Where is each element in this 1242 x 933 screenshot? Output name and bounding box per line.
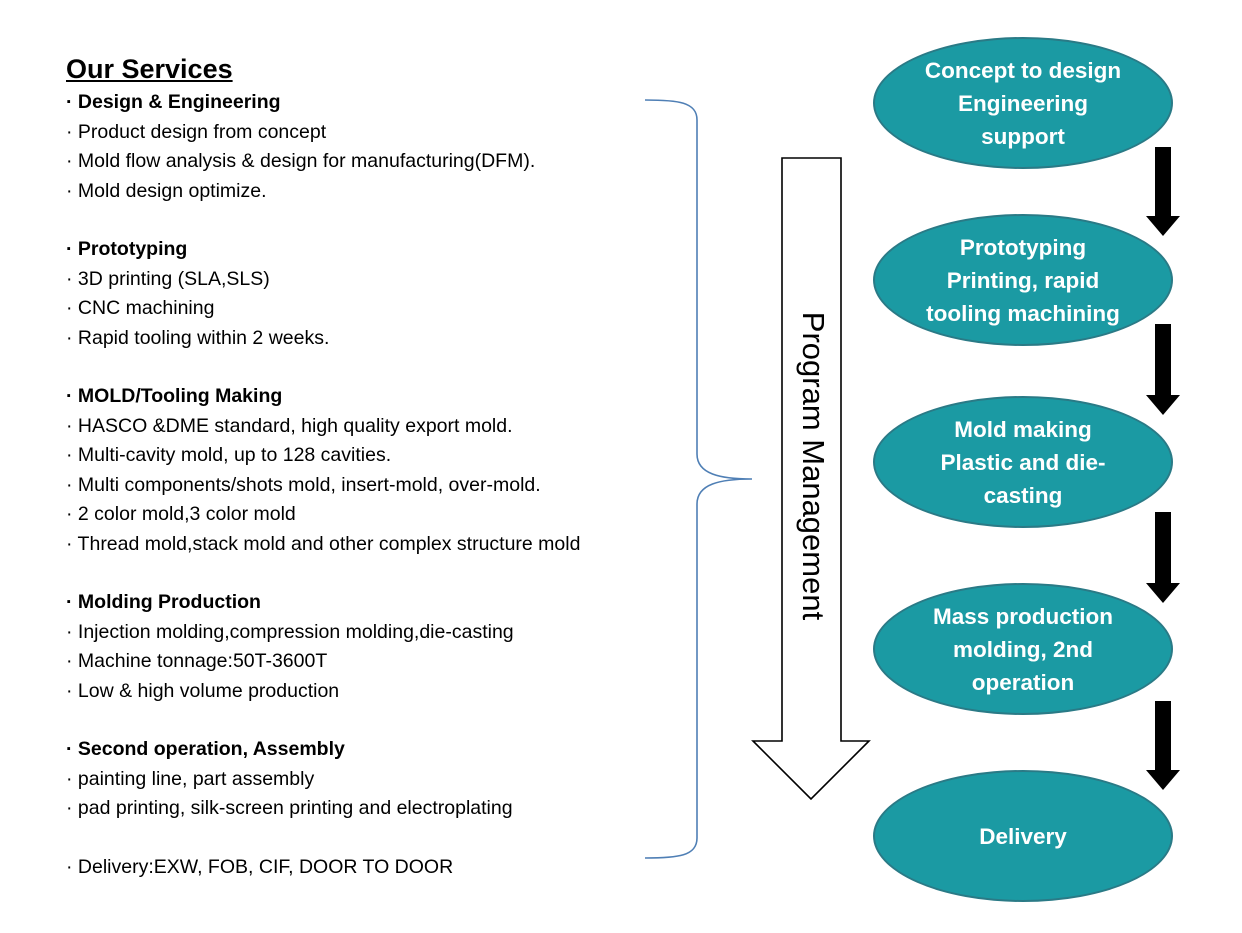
flow-step-line: tooling machining	[926, 300, 1120, 326]
flow-step-line: Delivery	[979, 823, 1067, 849]
flow-step-line: support	[981, 123, 1065, 149]
service-item: · Mold design optimize.	[66, 179, 267, 202]
service-item: · HASCO &DME standard, high quality expo…	[66, 414, 513, 437]
services-footer: · Delivery:EXW, FOB, CIF, DOOR TO DOOR	[66, 855, 454, 878]
service-group-molding-production: · Molding Production · Injection molding…	[66, 588, 706, 706]
flow-step-line: Printing, rapid	[946, 267, 1100, 293]
flow-arrow-4	[1146, 701, 1180, 790]
service-item: · 2 color mold,3 color mold	[66, 503, 296, 525]
service-item: · Product design from concept	[66, 120, 327, 143]
program-management-arrow	[751, 157, 871, 801]
service-group-prototyping: · Prototyping · 3D printing (SLA,SLS) · …	[66, 235, 706, 353]
service-item: · pad printing, silk-screen printing and…	[66, 797, 513, 819]
service-item: · CNC machining	[66, 297, 215, 319]
service-item: · Multi-cavity mold, up to 128 cavities.	[66, 444, 392, 466]
flow-step-line: Concept to design	[924, 57, 1122, 83]
flow-step-prototyping: Prototyping Printing, rapid tooling mach…	[873, 214, 1173, 346]
service-item: · Rapid tooling within 2 weeks.	[66, 326, 330, 349]
service-heading: · Second operation, Assembly	[66, 738, 345, 760]
curly-brace	[644, 99, 753, 859]
flow-arrow-3	[1146, 512, 1180, 603]
service-item: · Mold flow analysis & design for manufa…	[66, 150, 536, 172]
flow-step-delivery: Delivery	[873, 770, 1173, 902]
flow-arrow-2	[1146, 324, 1180, 415]
service-item: · Multi components/shots mold, insert-mo…	[66, 473, 541, 496]
service-group-mold-making: · MOLD/Tooling Making · HASCO &DME stand…	[66, 382, 706, 559]
flow-step-line: Engineering	[957, 90, 1088, 116]
service-heading: · Prototyping	[66, 238, 188, 260]
service-item: · Thread mold,stack mold and other compl…	[66, 532, 581, 555]
services-list: Our Services · Design & Engineering · Pr…	[66, 52, 706, 882]
services-title: Our Services	[66, 54, 233, 84]
service-heading: · MOLD/Tooling Making	[66, 385, 283, 407]
service-item: · 3D printing (SLA,SLS)	[66, 267, 270, 290]
flow-step-line: molding, 2nd	[953, 636, 1093, 662]
service-heading: · Design & Engineering	[66, 91, 281, 113]
flow-step-line: Prototyping	[959, 234, 1087, 260]
flow-step-line: Mold making	[954, 416, 1092, 442]
service-item: · painting line, part assembly	[66, 767, 315, 790]
flow-step-line: casting	[983, 482, 1063, 508]
service-group-assembly: · Second operation, Assembly · painting …	[66, 735, 706, 824]
service-group-design: · Design & Engineering · Product design …	[66, 88, 706, 206]
service-item: · Machine tonnage:50T-3600T	[66, 650, 328, 672]
flow-arrow-1	[1146, 147, 1180, 236]
service-heading: · Molding Production	[66, 591, 261, 613]
flow-step-line: Mass production	[932, 603, 1113, 629]
flow-step-mold-making: Mold making Plastic and die- casting	[873, 396, 1173, 528]
flow-step-line: Plastic and die-	[940, 449, 1106, 475]
flow-step-line: operation	[971, 669, 1075, 695]
service-item: · Injection molding,compression molding,…	[66, 620, 514, 643]
service-item: · Low & high volume production	[66, 679, 340, 702]
flow-step-mass-production: Mass production molding, 2nd operation	[873, 583, 1173, 715]
program-management-label: Program Management	[796, 311, 831, 621]
flow-step-concept: Concept to design Engineering support	[873, 37, 1173, 169]
